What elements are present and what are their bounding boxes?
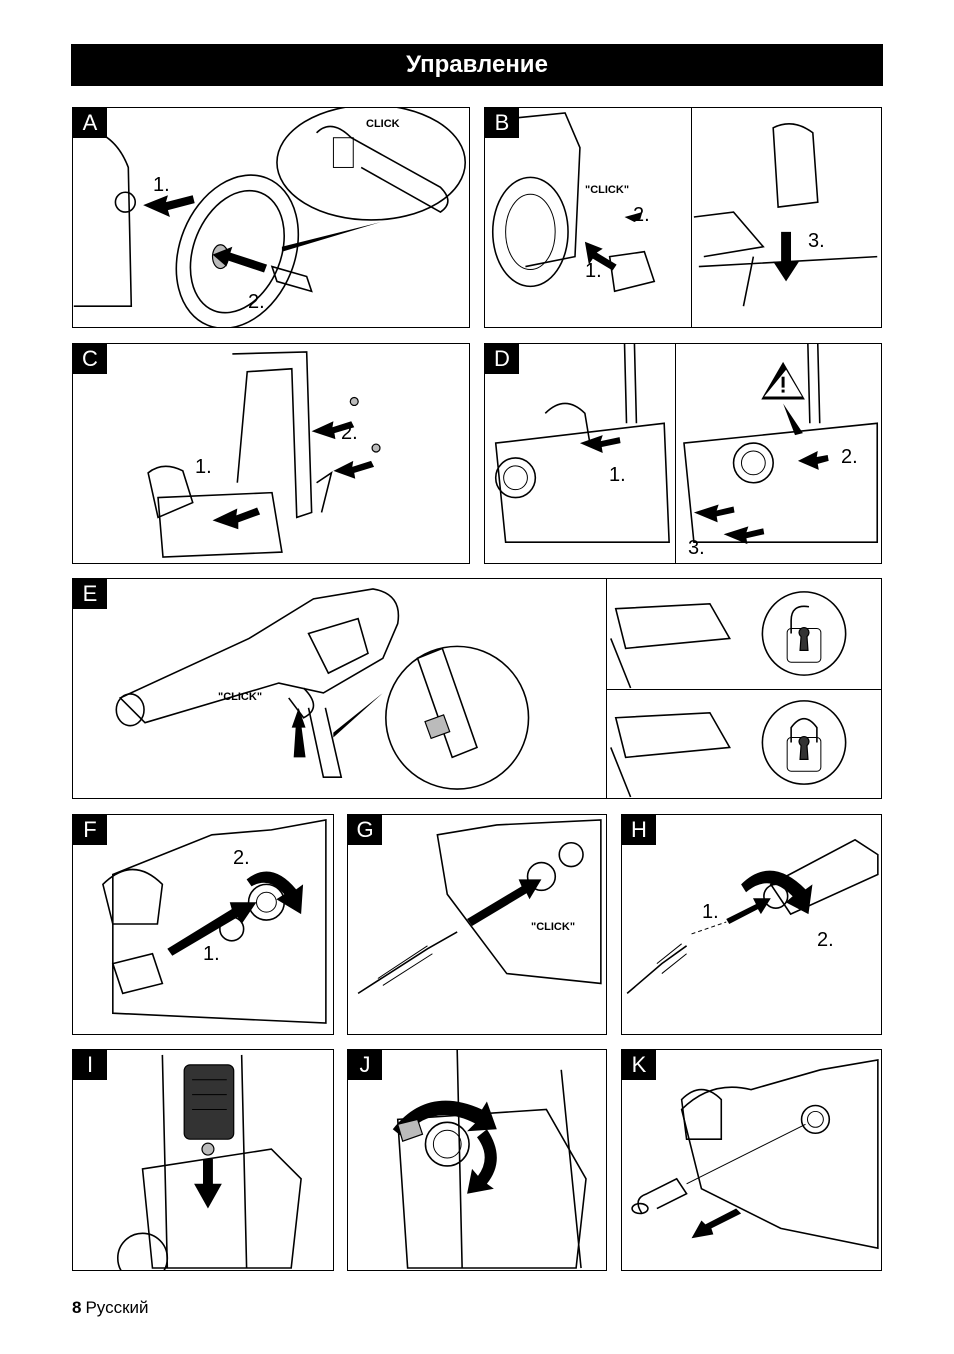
detergent-illustration xyxy=(116,1054,302,1270)
click-label: "CLICK" xyxy=(218,691,263,703)
click-label: CLICK xyxy=(366,118,400,130)
step-3-label: 3. xyxy=(808,230,825,252)
footer-language: Русский xyxy=(85,1298,149,1317)
panel-c-handle-mount: C 1. 2. xyxy=(72,343,470,564)
panel-letter: J xyxy=(348,1050,382,1080)
page-title: Управление xyxy=(71,44,883,86)
nozzle-cleaning-illustration xyxy=(631,1058,879,1250)
panel-letter: A xyxy=(73,108,107,138)
panel-g-hose-connection: G "CLICK" xyxy=(347,814,607,1035)
panel-h-spray-lance: H 1. 2. xyxy=(621,814,882,1035)
step-1-label: 1. xyxy=(195,456,212,478)
panel-a-wheel-assembly: A 1. 2. CLICK xyxy=(72,107,470,328)
step-2-label: 2. xyxy=(841,446,858,468)
panel-letter: E xyxy=(73,579,107,609)
step-3-label: 3. xyxy=(688,537,705,559)
wheel-illustration xyxy=(73,108,466,327)
panel-letter: B xyxy=(485,108,519,138)
step-1-label: 1. xyxy=(702,901,719,923)
panel-letter: K xyxy=(622,1050,656,1080)
panel-letter: D xyxy=(485,344,519,374)
panel-letter: F xyxy=(73,815,107,845)
panel-letter: I xyxy=(73,1050,107,1080)
click-label: "CLICK" xyxy=(531,921,576,933)
screws-illustration xyxy=(494,344,879,545)
water-connection-illustration xyxy=(102,819,327,1024)
panel-letter: H xyxy=(622,815,656,845)
step-2-label: 2. xyxy=(817,929,834,951)
page-number: 8 xyxy=(72,1298,82,1317)
step-1-label: 1. xyxy=(203,943,220,965)
panel-f-water-connection: F 1. 2. xyxy=(72,814,334,1035)
hook-illustration xyxy=(491,112,878,307)
step-1-label: 1. xyxy=(585,260,602,282)
panel-j-pressure-knob: J xyxy=(347,1049,607,1271)
step-1-label: 1. xyxy=(153,174,170,196)
panel-i-detergent-bottle: I xyxy=(72,1049,334,1271)
click-label: "CLICK" xyxy=(585,184,630,196)
panel-e-spray-gun-hose: E "CLICK" xyxy=(72,578,882,799)
step-2-label: 2. xyxy=(341,422,358,444)
step-2-label: 2. xyxy=(248,291,265,313)
handle-illustration xyxy=(147,351,381,558)
hose-connection-illustration xyxy=(357,819,602,995)
panel-letter: G xyxy=(348,815,382,845)
panel-letter: C xyxy=(73,344,107,374)
pressure-knob-illustration xyxy=(392,1050,587,1269)
panel-d-handle-screws: D 1. 2. 3. xyxy=(484,343,882,564)
spray-gun-illustration xyxy=(115,588,847,798)
panel-b-hook-mount: B 1. 2. 3. "CLICK" xyxy=(484,107,882,328)
step-1-label: 1. xyxy=(609,464,626,486)
step-2-label: 2. xyxy=(633,204,650,226)
spray-lance-illustration xyxy=(626,838,879,994)
step-2-label: 2. xyxy=(233,847,250,869)
panel-k-nozzle-cleaning: K xyxy=(621,1049,882,1271)
